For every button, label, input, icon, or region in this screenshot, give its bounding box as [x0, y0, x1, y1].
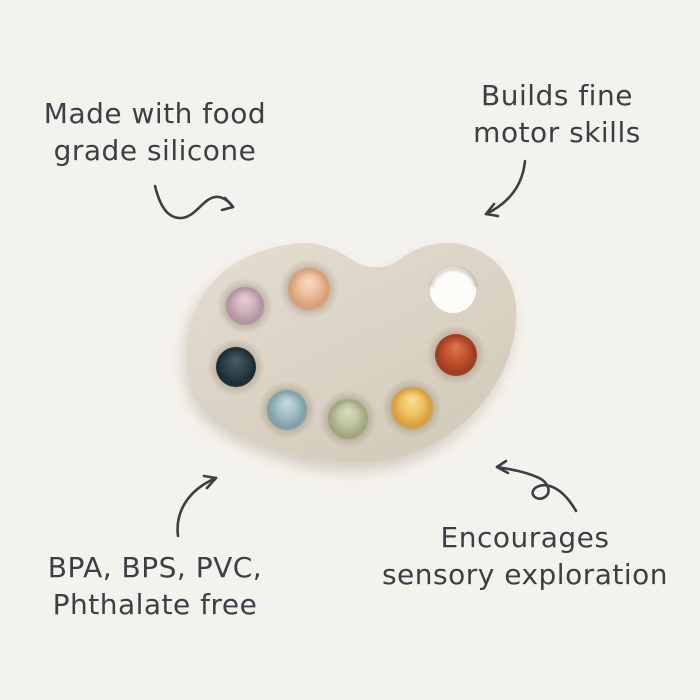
pop-button-peach: [279, 259, 339, 319]
palette-toy: [187, 243, 517, 463]
button-dome-yellow: [391, 387, 433, 429]
annotation-top-left-line1: Made with food: [43, 97, 267, 130]
annotation-top-right-line2: motor skills: [473, 116, 641, 149]
annotation-top-left: Made with food grade silicone: [18, 95, 292, 169]
annotation-bottom-left-line2: Phthalate free: [52, 588, 258, 621]
annotation-top-left-line2: grade silicone: [53, 134, 257, 167]
arrow-top-right-icon: [484, 159, 527, 218]
annotation-top-right-line1: Builds fine: [481, 79, 633, 112]
arrow-bottom-right-icon: [495, 459, 578, 513]
arrow-bottom-left-icon: [176, 474, 218, 538]
annotation-bottom-left: BPA, BPS, PVC, Phthalate free: [18, 549, 292, 623]
annotation-bottom-right: Encourages sensory exploration: [360, 519, 690, 593]
button-dome-red: [435, 334, 477, 376]
thumb-hole-inner-shadow: [429, 267, 478, 288]
button-dome-navy: [216, 347, 256, 387]
annotation-top-right: Builds fine motor skills: [425, 77, 689, 151]
pop-button-blue: [258, 381, 316, 439]
annotation-bottom-right-line2: sensory exploration: [381, 558, 669, 591]
annotation-bottom-left-line1: BPA, BPS, PVC,: [47, 551, 263, 584]
button-dome-green: [328, 399, 368, 439]
button-dome-peach: [288, 268, 330, 310]
pop-button-red: [426, 325, 486, 385]
arrow-top-left-icon: [153, 184, 235, 220]
pop-button-pink: [217, 278, 273, 334]
button-dome-blue: [267, 390, 307, 430]
pop-button-green: [319, 390, 377, 448]
pop-button-yellow: [382, 378, 442, 438]
pop-button-navy: [207, 338, 265, 396]
button-dome-pink: [226, 287, 264, 325]
thumb-hole: [429, 267, 478, 313]
annotation-bottom-right-line1: Encourages: [440, 521, 610, 554]
